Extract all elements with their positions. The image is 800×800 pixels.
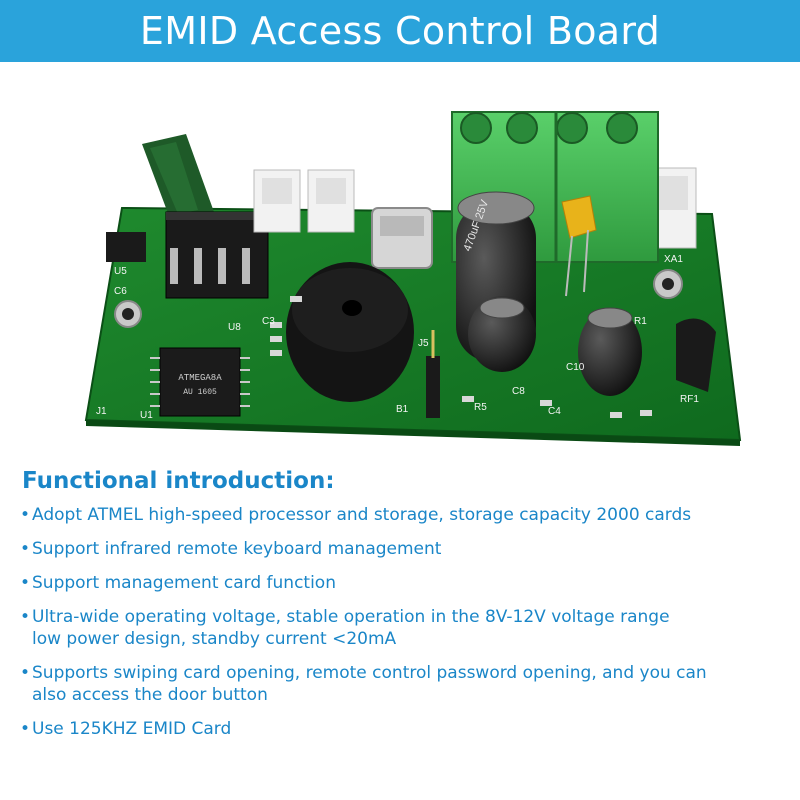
- silk-label: J1: [96, 406, 107, 417]
- list-item: •Use 125KHZ EMID Card: [20, 719, 232, 739]
- list-item: •Support infrared remote keyboard manage…: [20, 539, 442, 559]
- board-photo: ATMEGA8A AU 1605 U5 C6 U8 C3 J5 B1 J1 U1…: [84, 111, 742, 446]
- list-item: •Supports swiping card opening, remote c…: [20, 663, 707, 705]
- buzzer: [286, 262, 414, 402]
- pin-header: [426, 330, 440, 418]
- chip-marking: AU 1605: [183, 388, 217, 397]
- silk-label: U8: [228, 322, 241, 333]
- intro-title: Functional introduction:: [22, 468, 335, 494]
- silk-label: B1: [396, 404, 409, 415]
- silk-label: C4: [548, 406, 561, 417]
- film-capacitor: [142, 134, 214, 224]
- microcontroller: ATMEGA8A AU 1605: [150, 347, 250, 417]
- list-item: •Support management card function: [20, 573, 336, 593]
- silk-label: C3: [262, 316, 275, 327]
- mounting-hole: [653, 269, 683, 299]
- jst-connector: [253, 169, 301, 233]
- mounting-hole: [114, 300, 142, 328]
- transistor: [676, 318, 716, 392]
- jst-connector: [307, 169, 355, 233]
- electrolytic-capacitor: [468, 296, 536, 372]
- list-item: •Adopt ATMEL high-speed processor and st…: [20, 505, 692, 525]
- chip-marking: ATMEGA8A: [178, 373, 222, 383]
- silk-label: XA1: [664, 254, 683, 265]
- feature-list: •Adopt ATMEL high-speed processor and st…: [20, 504, 792, 740]
- silk-label: R1: [634, 316, 647, 327]
- small-ic: [106, 232, 146, 262]
- list-item: •Ultra-wide operating voltage, stable op…: [20, 607, 670, 649]
- electrolytic-capacitor: [578, 307, 642, 396]
- silk-label: C8: [512, 386, 525, 397]
- page-title: EMID Access Control Board: [139, 9, 661, 53]
- title-banner: EMID Access Control Board: [0, 0, 800, 62]
- silk-label: U5: [114, 266, 127, 277]
- silk-label: U1: [140, 410, 153, 421]
- silk-label: C10: [566, 362, 585, 373]
- silk-label: R5: [474, 402, 487, 413]
- terminal-block: [451, 111, 659, 263]
- silk-label: J5: [418, 338, 429, 349]
- ceramic-capacitor: [561, 195, 597, 297]
- functional-intro: Functional introduction: •Adopt ATMEL hi…: [20, 468, 792, 752]
- dip-chip: [165, 211, 269, 299]
- silk-label: RF1: [680, 394, 699, 405]
- crystal-oscillator: [371, 207, 433, 269]
- silk-label: C6: [114, 286, 127, 297]
